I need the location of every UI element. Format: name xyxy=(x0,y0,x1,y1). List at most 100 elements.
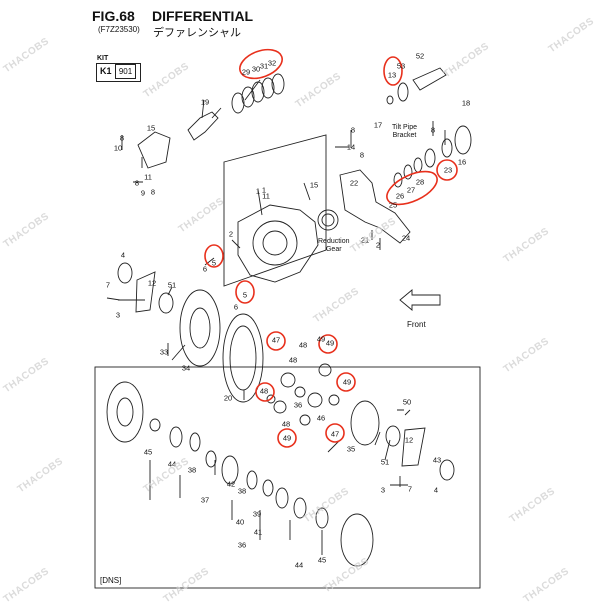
part-code: (F7Z23530) xyxy=(98,25,140,34)
part-label: 48 xyxy=(288,355,298,365)
part-label: 39 xyxy=(252,509,262,519)
part-label: 34 xyxy=(181,363,191,373)
highlight-circles xyxy=(204,48,458,448)
dns-subassembly-box xyxy=(94,366,481,589)
part-label: 12 xyxy=(147,278,157,288)
part-label: 26 xyxy=(395,191,405,201)
part-label: 51 xyxy=(167,280,177,290)
part-label: 30 xyxy=(251,64,261,74)
part-label: 7 xyxy=(105,280,111,290)
dns-flange-shape xyxy=(106,381,144,443)
part-label: 38 xyxy=(187,465,197,475)
part-label: 6 xyxy=(202,264,208,274)
part-label: 51 xyxy=(380,457,390,467)
part-label: 14 xyxy=(346,142,356,152)
part-label: 5 xyxy=(242,290,248,300)
part-label: 1 xyxy=(261,185,267,195)
part-label: 16 xyxy=(457,157,467,167)
part-label: 15 xyxy=(146,123,156,133)
part-label: 49 xyxy=(342,377,352,387)
part-label: 49 xyxy=(316,334,326,344)
differential-housing-shape xyxy=(237,204,319,283)
part-label: 33 xyxy=(159,347,169,357)
part-label: 45 xyxy=(143,447,153,457)
part-label: 8 xyxy=(359,150,365,160)
part-label: 40 xyxy=(235,517,245,527)
part-label: 42 xyxy=(226,479,236,489)
part-label: 48 xyxy=(298,340,308,350)
part-label: 8 xyxy=(119,133,125,143)
part-label: 2 xyxy=(375,240,381,250)
tilt-pipe-bracket-label: Tilt Pipe Bracket xyxy=(392,124,418,139)
front-label: Front xyxy=(407,320,426,329)
part-label: 17 xyxy=(373,120,383,130)
part-label: 22 xyxy=(349,178,359,188)
part-label: 36 xyxy=(237,540,247,550)
kit-label: KIT xyxy=(97,55,109,62)
front-arrow-shape xyxy=(399,289,441,311)
part-label: 15 xyxy=(309,180,319,190)
part-label: 8 xyxy=(350,125,356,135)
part-label: 47 xyxy=(330,429,340,439)
part-label: 5 xyxy=(211,258,217,268)
housing-group-frame xyxy=(223,134,327,287)
part-label: 28 xyxy=(415,177,425,187)
part-label: 35 xyxy=(346,444,356,454)
part-label: 2 xyxy=(228,229,234,239)
part-label: 49 xyxy=(325,338,335,348)
part-label: 8 xyxy=(134,178,140,188)
part-label: 46 xyxy=(316,413,326,423)
part-label: 25 xyxy=(388,200,398,210)
reduction-gear-label: Reduction Gear xyxy=(318,238,350,253)
part-label: 50 xyxy=(402,397,412,407)
part-label: 27 xyxy=(406,185,416,195)
kit-box xyxy=(96,63,141,82)
part-label: 23 xyxy=(443,165,453,175)
part-label: 43 xyxy=(432,455,442,465)
part-label: 49 xyxy=(282,433,292,443)
part-label: 38 xyxy=(237,486,247,496)
part-label: 7 xyxy=(407,484,413,494)
tilt-pipe-bracket-shape xyxy=(339,169,411,244)
part-label: 4 xyxy=(433,485,439,495)
part-label: 53 xyxy=(396,61,406,71)
part-label: 29 xyxy=(241,67,251,77)
part-label: 3 xyxy=(380,485,386,495)
part-label: 4 xyxy=(120,250,126,260)
part-label: 6 xyxy=(233,302,239,312)
part-label: 47 xyxy=(271,335,281,345)
kit-row-label: K1 xyxy=(100,66,112,76)
pinion-shaft-shape xyxy=(187,111,219,141)
ring-gear-shape xyxy=(222,313,264,403)
part-label: 52 xyxy=(415,51,425,61)
kit-number: 901 xyxy=(115,64,136,79)
part-label: 48 xyxy=(281,419,291,429)
page-title: DIFFERENTIAL xyxy=(152,8,254,24)
cover-shape xyxy=(137,131,171,169)
part-label: 3 xyxy=(115,310,121,320)
japanese-title: デファレンシャル xyxy=(153,27,241,39)
part-label: 19 xyxy=(200,97,210,107)
part-label: 11 xyxy=(144,172,152,182)
part-label: 11 xyxy=(262,191,270,201)
part-label: 45 xyxy=(317,555,327,565)
part-label: 20 xyxy=(223,393,233,403)
reduction-gear-shape xyxy=(317,209,339,231)
part-label: 9 xyxy=(140,188,146,198)
part-label: 18 xyxy=(461,98,471,108)
case-flange-shape xyxy=(179,289,221,367)
part-label: 13 xyxy=(387,70,397,80)
dns-label: [DNS] xyxy=(100,576,122,585)
part-label: 44 xyxy=(294,560,304,570)
part-label: 1 xyxy=(255,186,261,196)
part-label: 44 xyxy=(167,459,177,469)
figure-number: FIG.68 xyxy=(92,8,135,24)
part-label: 10 xyxy=(113,143,123,153)
part-label: 21 xyxy=(360,235,370,245)
part-label: 12 xyxy=(404,435,414,445)
part-label: 32 xyxy=(267,58,277,68)
part-label: 37 xyxy=(200,495,210,505)
part-label: 31 xyxy=(259,61,269,71)
